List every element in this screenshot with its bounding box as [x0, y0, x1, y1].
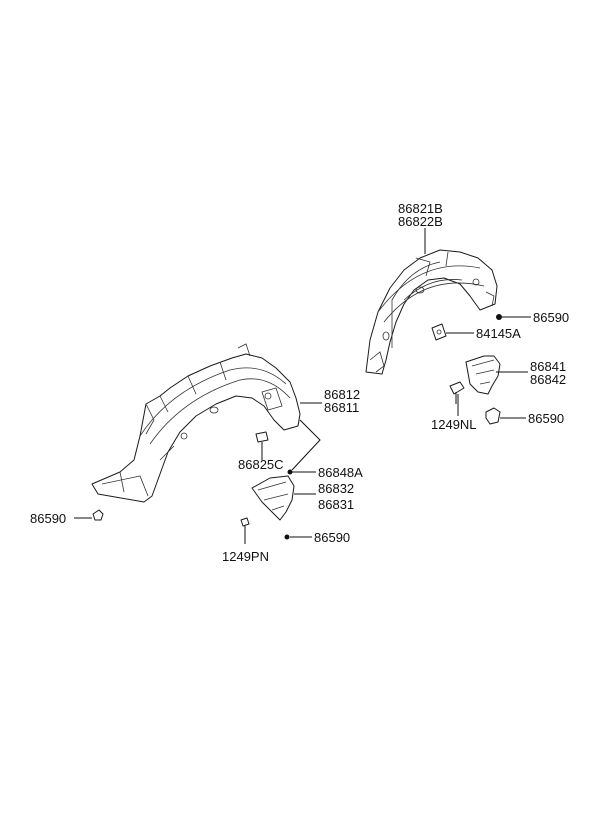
leader-lines	[74, 228, 531, 538]
label-screw-1249nl: 1249NL	[431, 417, 477, 432]
label-screw-front-left: 86590	[30, 511, 66, 526]
label-screw-front-flap: 86590	[314, 530, 350, 545]
label-front-liner-a: 86812	[324, 387, 360, 402]
rear-wheel-guard	[365, 249, 498, 375]
front-mud-flap	[251, 475, 295, 521]
label-nut-84145a: 84145A	[476, 326, 521, 341]
label-screw-rear-top: 86590	[533, 310, 569, 325]
rear-mud-flap	[465, 355, 501, 395]
rear-flap-screw	[485, 407, 501, 425]
front-flap-screw	[284, 534, 290, 540]
label-front-flap-a: 86832	[318, 481, 354, 496]
screw-1249nl	[449, 381, 465, 404]
label-front-liner-b: 86811	[324, 400, 359, 415]
clip-86848a	[287, 469, 293, 475]
label-rear-flap-a: 86841	[530, 359, 566, 374]
front-wheel-guard	[91, 343, 301, 503]
nut-84145a	[431, 323, 447, 341]
label-rear-liner-b: 86822B	[398, 214, 443, 229]
label-clip-86825c: 86825C	[238, 457, 284, 472]
front-left-screw	[92, 509, 104, 521]
rear-screw-top	[496, 314, 502, 320]
screw-1249pn	[240, 517, 250, 544]
label-rear-liner-a: 86821B	[398, 201, 443, 216]
label-front-flap-b: 86831	[318, 497, 354, 512]
clip-86825c	[255, 431, 269, 443]
label-screw-rear-flap: 86590	[528, 411, 564, 426]
label-clip-86848a: 86848A	[318, 465, 363, 480]
label-rear-flap-b: 86842	[530, 372, 566, 387]
label-screw-1249pn: 1249PN	[222, 549, 269, 564]
